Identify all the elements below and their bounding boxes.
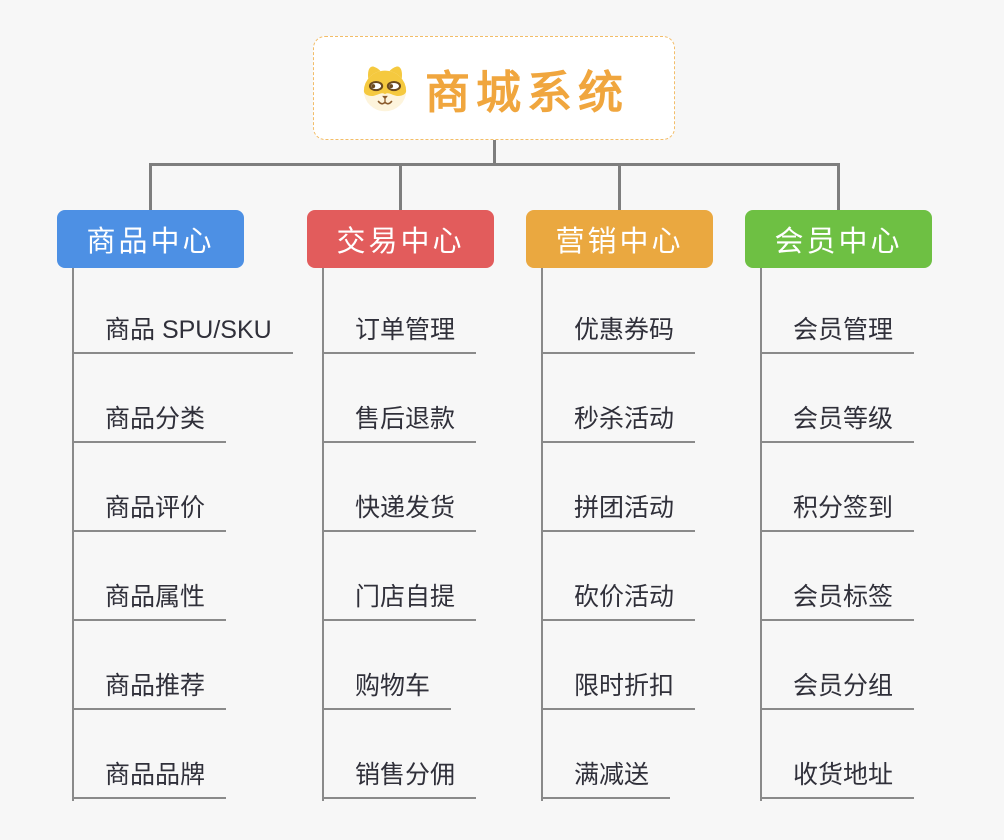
connector-drop-product [149,163,152,211]
branch-node-member[interactable]: 会员中心 [745,210,932,268]
connector-drop-marketing [618,163,621,211]
leaf-item[interactable]: 售后退款 [322,405,477,443]
leaf-item[interactable]: 商品属性 [72,583,227,621]
connector-horizontal-bar [149,163,840,166]
connector-root-stem [493,140,496,164]
leaf-item[interactable]: 快递发货 [322,494,477,532]
connector-drop-member [837,163,840,211]
leaf-item[interactable]: 商品评价 [72,494,227,532]
leaf-item[interactable]: 优惠券码 [541,316,696,354]
leaf-item[interactable]: 砍价活动 [541,583,696,621]
connector-column-member [760,268,762,801]
leaf-item[interactable]: 销售分佣 [322,761,477,799]
branch-node-product[interactable]: 商品中心 [57,210,244,268]
leaf-item[interactable]: 收货地址 [760,761,915,799]
connector-column-product [72,268,74,801]
root-node[interactable]: 商城系统 [313,36,675,140]
leaf-item[interactable]: 商品品牌 [72,761,227,799]
root-title: 商城系统 [424,66,629,118]
leaf-item[interactable]: 满减送 [541,761,671,799]
leaf-item[interactable]: 订单管理 [322,316,477,354]
leaf-item[interactable]: 限时折扣 [541,672,696,710]
connector-drop-trade [399,163,402,211]
leaf-item[interactable]: 会员分组 [760,672,915,710]
leaf-item[interactable]: 秒杀活动 [541,405,696,443]
leaf-item[interactable]: 积分签到 [760,494,915,532]
leaf-item[interactable]: 商品推荐 [72,672,227,710]
connector-column-trade [322,268,324,801]
leaf-item[interactable]: 会员标签 [760,583,915,621]
leaf-item[interactable]: 会员等级 [760,405,915,443]
connector-column-marketing [541,268,543,801]
leaf-item[interactable]: 商品分类 [72,405,227,443]
leaf-item[interactable]: 门店自提 [322,583,477,621]
leaf-item[interactable]: 会员管理 [760,316,915,354]
dog-icon [363,65,407,111]
branch-node-marketing[interactable]: 营销中心 [526,210,713,268]
leaf-item[interactable]: 购物车 [322,672,452,710]
leaf-item[interactable]: 商品 SPU/SKU [72,316,293,354]
branch-node-trade[interactable]: 交易中心 [307,210,494,268]
leaf-item[interactable]: 拼团活动 [541,494,696,532]
